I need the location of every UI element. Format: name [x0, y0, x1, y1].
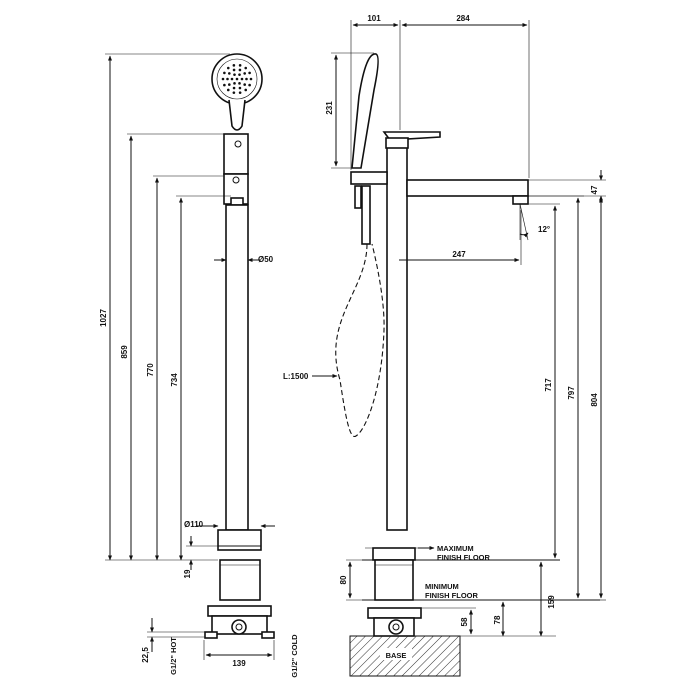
- spray-nozzle-dot: [228, 72, 231, 75]
- max-floor-label-2: FINISH FLOOR: [437, 553, 490, 562]
- front-base-cover: [217, 529, 262, 551]
- spray-nozzle-dot: [226, 88, 230, 92]
- side-spout: [406, 179, 529, 197]
- side-drain-icon: [388, 619, 404, 635]
- dim-770: 770: [146, 363, 155, 377]
- spray-nozzle-dot: [238, 82, 241, 85]
- dim-247: 247: [452, 250, 466, 259]
- spray-nozzle-dot: [223, 83, 226, 87]
- base-label: BASE: [386, 651, 407, 660]
- min-floor-label-2: FINISH FLOOR: [425, 591, 478, 600]
- spray-nozzle-dot: [243, 83, 246, 86]
- side-view: BASE 101 284 231 47 12°: [283, 14, 606, 677]
- side-holder: [350, 171, 388, 185]
- dim-717: 717: [544, 378, 553, 392]
- front-column: [225, 204, 249, 531]
- spray-nozzle-dot: [230, 77, 234, 81]
- dim-47: 47: [590, 185, 599, 194]
- spray-nozzle-dot: [238, 86, 242, 90]
- dim-231: 231: [325, 101, 334, 115]
- spray-nozzle-dot: [223, 71, 226, 75]
- dim-859: 859: [120, 345, 129, 359]
- side-handset: [351, 53, 379, 169]
- spray-nozzle-dot: [233, 73, 236, 76]
- side-hose: [335, 243, 385, 437]
- dim-734: 734: [170, 373, 179, 387]
- front-view: 1027 859 770 734 Ø50 Ø110 19: [99, 53, 299, 678]
- spray-nozzle-dot: [248, 71, 251, 75]
- spray-nozzle-dot: [243, 72, 246, 75]
- spray-nozzle-dot: [238, 73, 241, 76]
- dim-22-5: 22,5: [141, 647, 150, 663]
- dim-284: 284: [456, 14, 470, 23]
- spray-nozzle-dot: [238, 68, 242, 72]
- front-drain-icon: [231, 619, 247, 635]
- spray-nozzle-dot: [248, 83, 251, 87]
- cold-inlet-label: G1/2" COLD: [290, 634, 299, 678]
- dim-1027: 1027: [99, 309, 108, 327]
- max-floor-label-1: MAXIMUM: [437, 544, 474, 553]
- hot-inlet-label: G1/2" HOT: [169, 637, 178, 675]
- dim-804: 804: [590, 393, 599, 407]
- front-holder: [223, 133, 249, 175]
- dim-diameter-50: Ø50: [258, 255, 274, 264]
- side-dimensions: 101 284 231 47 12° 247 L:1500: [283, 14, 606, 637]
- front-shower-head: [211, 53, 263, 131]
- spray-nozzle-dot: [249, 77, 253, 81]
- spray-nozzles: [221, 64, 253, 94]
- front-mount-frame: [207, 605, 272, 617]
- spray-nozzle-dot: [232, 68, 236, 72]
- spray-nozzle-dot: [244, 66, 248, 70]
- side-body: [374, 559, 414, 601]
- dim-101: 101: [367, 14, 381, 23]
- spray-nozzle-dot: [245, 77, 248, 81]
- spray-nozzle-dot: [238, 64, 242, 67]
- dim-hose-length: L:1500: [283, 372, 309, 381]
- spray-nozzle-dot: [226, 77, 229, 81]
- dim-797: 797: [567, 386, 576, 400]
- dim-diameter-110: Ø110: [184, 520, 204, 529]
- spray-nozzle-dot: [232, 91, 236, 94]
- dim-angle-12: 12°: [538, 225, 550, 234]
- dim-58: 58: [460, 617, 469, 626]
- dim-159: 159: [547, 595, 556, 609]
- spray-nozzle-dot: [233, 82, 236, 85]
- front-body: [219, 559, 261, 601]
- spray-nozzle-dot: [226, 66, 230, 70]
- spray-nozzle-dot: [235, 77, 239, 81]
- spray-nozzle-dot: [238, 91, 242, 94]
- min-floor-label-1: MINIMUM: [425, 582, 459, 591]
- dim-139: 139: [232, 659, 246, 668]
- spray-nozzle-dot: [240, 77, 244, 81]
- spray-nozzle-dot: [244, 88, 248, 92]
- front-dimensions: 1027 859 770 734 Ø50 Ø110 19: [99, 53, 299, 678]
- spray-nozzle-dot: [228, 83, 231, 86]
- dim-19: 19: [183, 569, 192, 578]
- spray-nozzle-dot: [221, 77, 225, 81]
- side-column: [386, 144, 408, 531]
- spray-nozzle-dot: [232, 86, 236, 90]
- side-base-cover: [372, 547, 416, 561]
- dim-80: 80: [339, 575, 348, 584]
- spray-nozzle-dot: [232, 64, 236, 67]
- dim-78: 78: [493, 615, 502, 624]
